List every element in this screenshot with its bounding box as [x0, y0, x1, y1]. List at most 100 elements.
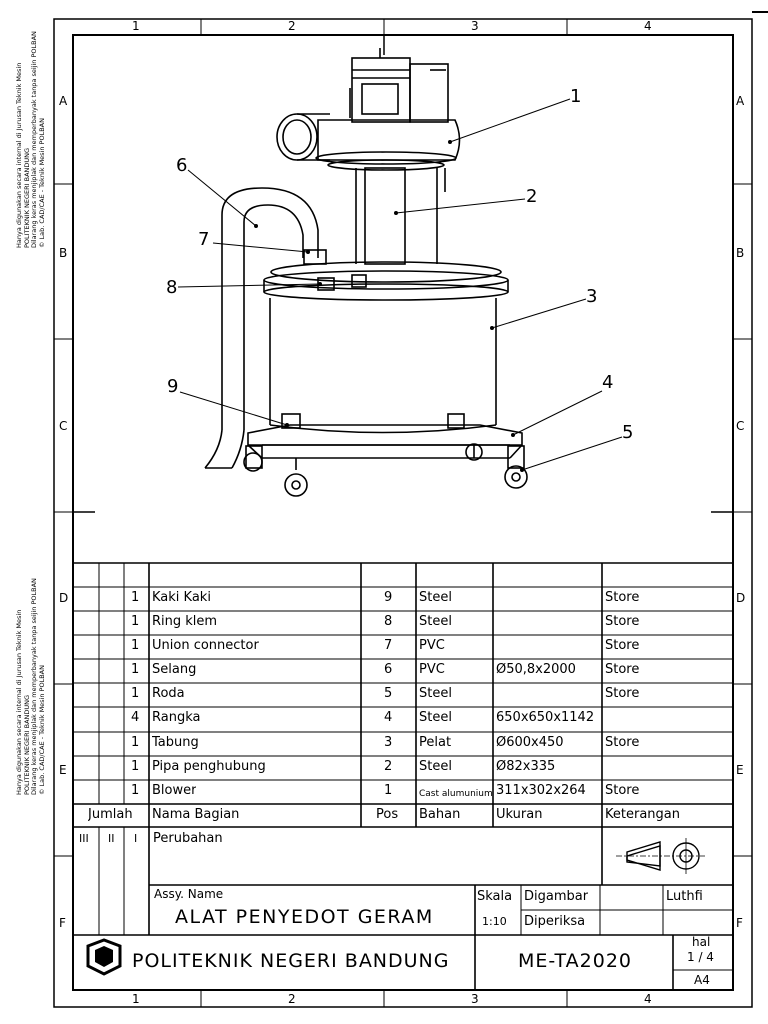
scale-label: Skala	[477, 890, 513, 904]
callout-1: 1	[570, 86, 582, 107]
part-material: Steel	[419, 687, 452, 701]
part-name: Union connector	[152, 639, 259, 653]
part-note: Store	[605, 591, 640, 605]
part-material: Pelat	[419, 736, 452, 750]
zone-col-3-bottom: 3	[471, 992, 479, 1006]
centering-marks	[73, 35, 733, 513]
part-size: 311x302x264	[496, 784, 586, 798]
part-material: Steel	[419, 615, 452, 629]
institution-name: POLITEKNIK NEGERI BANDUNG	[132, 950, 450, 972]
hose	[221, 187, 319, 430]
revision-col-iii: III	[79, 832, 89, 845]
zone-ticks	[54, 19, 752, 1007]
header-qty: Jumlah	[88, 808, 133, 822]
part-name: Ring klem	[152, 615, 218, 629]
drawing-title: ALAT PENYEDOT GERAM	[175, 906, 434, 928]
inner-border	[72, 34, 734, 991]
part-qty: 4	[131, 711, 140, 725]
part-name: Tabung	[152, 736, 199, 750]
zone-row-b-right: B	[736, 246, 745, 260]
part-pos: 8	[384, 615, 393, 629]
revision-col-ii: II	[108, 832, 115, 845]
polban-logo-icon	[86, 938, 122, 976]
part-qty: 1	[131, 663, 140, 677]
revision-label: Perubahan	[153, 832, 223, 846]
part-note: Store	[605, 784, 640, 798]
callout-6: 6	[176, 155, 188, 176]
blower-housing	[317, 119, 461, 161]
sheet-label: hal	[692, 935, 711, 949]
part-qty: 1	[131, 615, 140, 629]
callout-3: 3	[586, 286, 598, 307]
callout-7: 7	[198, 229, 210, 250]
zone-row-c-right: C	[736, 419, 745, 433]
part-material: Steel	[419, 760, 452, 774]
callout-2: 2	[526, 186, 538, 207]
zone-row-e-left: E	[59, 763, 67, 777]
part-note: Store	[605, 639, 640, 653]
parts-table-grid	[73, 562, 733, 990]
part-size: Ø50,8x2000	[496, 663, 576, 677]
zone-row-a-left: A	[59, 94, 68, 108]
part-name: Roda	[152, 687, 185, 701]
part-material: Cast alumunium	[419, 789, 493, 799]
leader-dots	[254, 140, 524, 472]
zone-col-1-bottom: 1	[132, 992, 140, 1006]
header-material: Bahan	[419, 808, 461, 822]
part-pos: 3	[384, 736, 393, 750]
assy-label: Assy. Name	[154, 887, 224, 901]
part-material: PVC	[419, 663, 445, 677]
header-note: Keterangan	[605, 808, 680, 822]
part-qty: 1	[131, 687, 140, 701]
part-size: 650x650x1142	[496, 711, 595, 725]
zone-row-f-right: F	[736, 916, 743, 930]
union-connector	[303, 249, 327, 265]
zone-col-1-top: 1	[132, 19, 140, 33]
drawn-label: Digambar	[524, 890, 589, 904]
part-name: Blower	[152, 784, 197, 798]
outer-border	[53, 18, 753, 1008]
part-pos: 4	[384, 711, 393, 725]
part-name: Pipa penghubung	[152, 760, 266, 774]
part-name: Kaki Kaki	[152, 591, 211, 605]
scale-value: 1:10	[482, 915, 507, 928]
part-note: Store	[605, 615, 640, 629]
callout-4: 4	[602, 372, 614, 393]
part-note: Store	[605, 687, 640, 701]
part-material: Steel	[419, 591, 452, 605]
paper-size: A4	[694, 973, 710, 987]
zone-row-a-right: A	[736, 94, 745, 108]
part-size: Ø600x450	[496, 736, 564, 750]
side-note-top: Hanya digunakan secara internal di Jurus…	[15, 31, 46, 248]
zone-col-4-top: 4	[644, 19, 652, 33]
part-qty: 1	[131, 736, 140, 750]
leader-lines	[177, 98, 623, 471]
part-qty: 1	[131, 591, 140, 605]
header-pos: Pos	[376, 808, 399, 822]
part-qty: 1	[131, 639, 140, 653]
drawn-by: Luthfi	[666, 890, 703, 904]
part-material: Steel	[419, 711, 452, 725]
part-size: Ø82x335	[496, 760, 556, 774]
part-note: Store	[605, 663, 640, 677]
checked-label: Diperiksa	[524, 915, 586, 929]
zone-row-d-left: D	[59, 591, 69, 605]
part-name: Rangka	[152, 711, 201, 725]
connecting-pipe	[364, 167, 406, 265]
tank-lid	[270, 261, 502, 283]
callout-8: 8	[166, 277, 178, 298]
callout-5: 5	[622, 422, 634, 443]
caster-wheel	[284, 473, 308, 497]
part-pos: 5	[384, 687, 393, 701]
zone-col-3-top: 3	[471, 19, 479, 33]
part-pos: 7	[384, 639, 393, 653]
part-pos: 1	[384, 784, 393, 798]
part-material: PVC	[419, 639, 445, 653]
side-note-bottom: Hanya digunakan secara internal di Jurus…	[15, 578, 46, 795]
zone-col-2-bottom: 2	[288, 992, 296, 1006]
zone-row-e-right: E	[736, 763, 744, 777]
part-pos: 6	[384, 663, 393, 677]
header-name: Nama Bagian	[152, 808, 240, 822]
projection-symbol-icon	[616, 838, 705, 874]
callout-9: 9	[167, 376, 179, 397]
